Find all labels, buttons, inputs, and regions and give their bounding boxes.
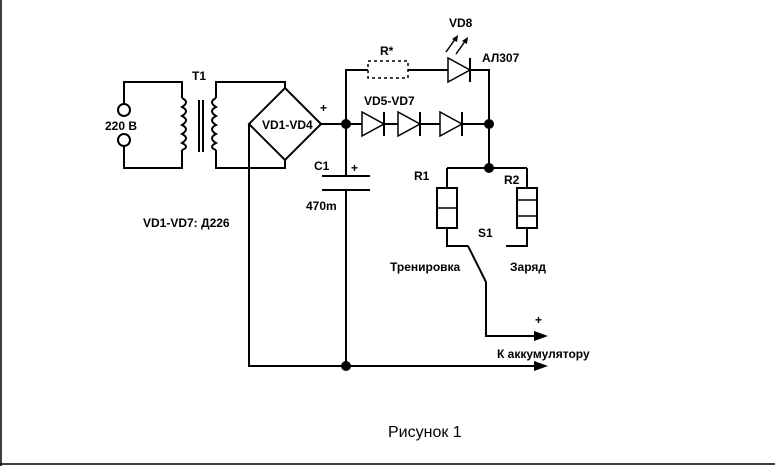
junction-dot: [341, 361, 351, 371]
label-battery: К аккумулятору: [497, 347, 590, 361]
label-training: Тренировка: [390, 260, 461, 274]
resistor-r-star: [367, 60, 409, 79]
junction-dot: [341, 119, 351, 129]
label-led-type: АЛ307: [482, 51, 520, 65]
label-diode-note: VD1-VD7: Д226: [143, 216, 230, 230]
label-capacitor-value: 470m: [306, 199, 337, 213]
bridge-vd1-vd4: [247, 86, 323, 162]
mains-input: [117, 81, 183, 169]
negative-rail-left: [248, 124, 346, 367]
resistor-r2: [506, 168, 538, 247]
label-bridge: VD1-VD4: [262, 118, 313, 132]
label-transformer: T1: [192, 69, 206, 83]
label-r1: R1: [414, 169, 430, 183]
positive-arrow-icon: [534, 331, 548, 341]
label-mains: 220 В: [105, 119, 137, 133]
negative-arrow-icon: [534, 361, 548, 371]
label-r2: R2: [504, 173, 520, 187]
label-led: VD8: [449, 16, 473, 30]
label-charge: Заряд: [510, 260, 546, 274]
resistor-r1: [436, 168, 468, 247]
label-switch: S1: [478, 226, 493, 240]
junction-dot: [484, 119, 494, 129]
diodes-vd5-vd7: [346, 110, 489, 138]
capacitor-c1: [322, 124, 370, 366]
label-diodes: VD5-VD7: [364, 94, 415, 108]
junction-dot: [484, 163, 494, 173]
label-capacitor: C1: [314, 159, 330, 173]
label-battery-plus: +: [535, 313, 542, 327]
led-branch: [345, 35, 490, 124]
label-resistor-star: R*: [380, 44, 394, 58]
led-vd8: [447, 56, 472, 84]
label-bridge-plus: +: [320, 101, 327, 115]
label-capacitor-plus: +: [351, 161, 358, 175]
transformer-t1: [179, 81, 286, 169]
switch-s1: [467, 245, 548, 341]
figure-caption: Рисунок 1: [388, 424, 462, 441]
